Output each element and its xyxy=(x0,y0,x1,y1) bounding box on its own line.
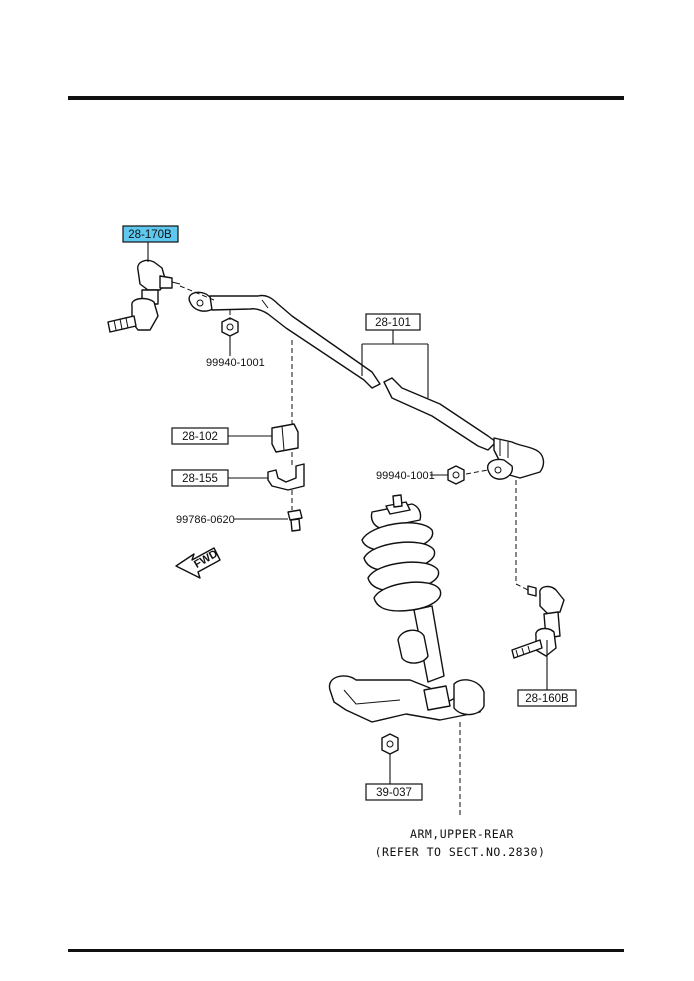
nut-left[interactable] xyxy=(221,317,239,337)
part-number-bushing: 28-102 xyxy=(182,431,218,443)
note-line-1: ARM,UPPER-REAR xyxy=(410,827,514,841)
stabilizer-link-right[interactable] xyxy=(511,585,565,659)
shock-absorber-spring[interactable] xyxy=(361,494,445,683)
part-number-bolt: 99786-0620 xyxy=(176,514,235,526)
top-rule xyxy=(68,96,624,100)
bushing[interactable] xyxy=(271,423,299,453)
fwd-arrow-icon: FWD xyxy=(175,547,221,579)
part-number-nut-left: 99940-1001 xyxy=(206,357,265,369)
bracket[interactable] xyxy=(267,463,305,491)
part-number-bracket: 28-155 xyxy=(182,473,218,485)
upper-arm[interactable] xyxy=(328,675,485,723)
arm-nut[interactable] xyxy=(381,733,399,755)
part-number-nut-right: 99940-1001 xyxy=(376,470,435,482)
part-number-link-right: 28-160B xyxy=(525,693,569,705)
assembly-line xyxy=(179,285,215,301)
nut-right[interactable] xyxy=(447,465,465,485)
stabilizer-bar[interactable] xyxy=(188,291,545,480)
part-number-arm-nut: 39-037 xyxy=(376,787,412,799)
assembly-line xyxy=(515,480,529,591)
note-line-2: (REFER TO SECT.NO.2830) xyxy=(375,845,546,859)
label-box-arm-nut[interactable] xyxy=(365,783,423,801)
stabilizer-link-left[interactable] xyxy=(107,259,181,333)
bolt[interactable] xyxy=(287,509,303,532)
part-number-stabilizer-bar: 28-101 xyxy=(375,317,411,329)
assembly-line xyxy=(465,469,489,475)
label-box-link-left[interactable] xyxy=(122,225,179,243)
part-number-link-left: 28-170B xyxy=(128,229,172,241)
bottom-rule xyxy=(68,949,624,952)
